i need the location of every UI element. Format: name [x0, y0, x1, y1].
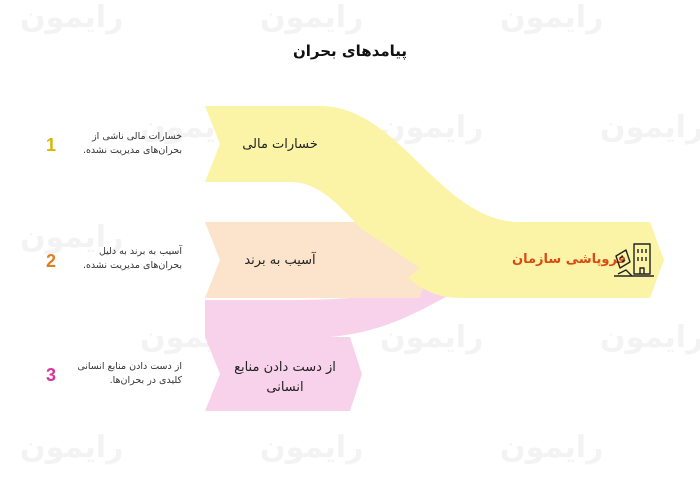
item-1-number: 1 [46, 135, 57, 155]
watermark-text: رایمون [260, 0, 364, 35]
stream-2-label: آسیب به برند [244, 253, 316, 268]
item-1-description: خسارات مالی ناشی از بحران‌های مدیریت نشد… [82, 131, 182, 157]
stream-2-overlay [205, 222, 420, 298]
watermark-text: رایمون [20, 430, 124, 465]
watermark-text: رایمون [260, 430, 364, 465]
item-2-description: آسیب به برند به دلیل بحران‌های مدیریت نش… [82, 246, 182, 272]
watermark-text: رایمون [500, 430, 604, 465]
stream-3-label: از دست دادن منابع انسانی [234, 360, 336, 396]
watermark-text: رایمون [600, 320, 700, 355]
item-3-description: از دست دادن منابع انسانی کلیدی در بحران‌… [77, 361, 182, 387]
stream-3-shape [205, 265, 500, 411]
diagram-title: پیامدهای بحران [292, 42, 408, 60]
watermark-text: رایمون [600, 110, 700, 145]
watermark-text: رایمون [20, 220, 124, 255]
stream-1-shape [205, 106, 664, 298]
watermark-text: رایمون [500, 0, 604, 35]
stream-1-label: خسارات مالی [242, 137, 318, 152]
collapsing-building-icon [614, 243, 654, 277]
item-3-number: 3 [46, 365, 57, 385]
watermark-text: رایمون [380, 320, 484, 355]
result-label: فروپاشی سازمان [512, 252, 627, 267]
watermark-text: رایمون [20, 0, 124, 35]
item-2-number: 2 [46, 251, 57, 271]
watermark-text: رایمون [380, 110, 484, 145]
